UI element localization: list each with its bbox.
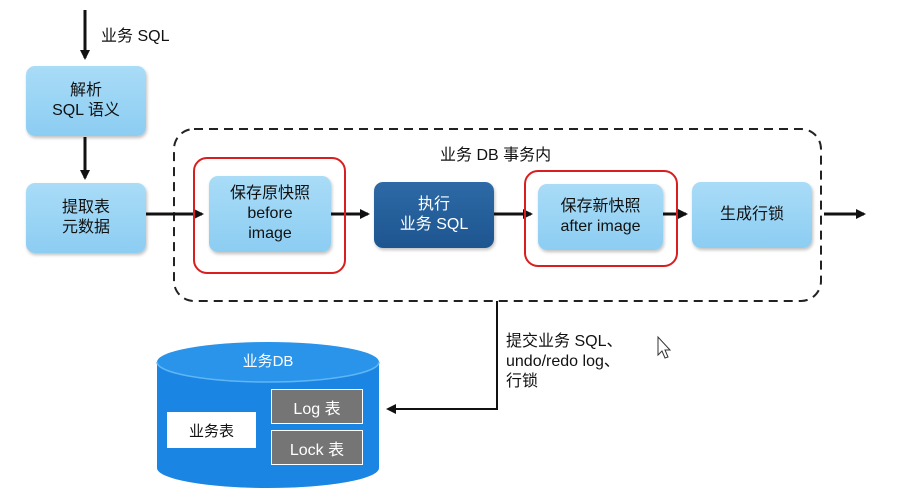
extract-line-2: 元数据 — [61, 219, 110, 236]
business-table: 业务表 — [167, 412, 256, 448]
input-sql-label: 业务 SQL — [101, 28, 170, 45]
extract-line-1: 提取表 — [61, 199, 110, 216]
generate-row-lock-box: 生成行锁 — [692, 182, 812, 248]
extract-metadata-box: 提取表 元数据 — [26, 183, 146, 253]
parse-line-1: 解析 — [69, 82, 102, 99]
parse-line-2: SQL 语义 — [52, 102, 120, 119]
after-image-box: 保存新快照 after image — [538, 184, 663, 250]
arrow-commit-to-db — [386, 301, 498, 414]
transaction-title: 业务 DB 事务内 — [440, 147, 552, 164]
after-line-1: 保存新快照 — [560, 198, 641, 215]
log-table: Log 表 — [271, 389, 363, 424]
execute-line-2: 业务 SQL — [399, 216, 469, 233]
commit-note-line-2: undo/redo log、 — [506, 353, 620, 370]
before-line-3: image — [248, 225, 292, 242]
commit-note: 提交业务 SQL、 undo/redo log、 行锁 — [506, 332, 622, 392]
before-line-2: before — [247, 205, 293, 222]
commit-note-line-1: 提交业务 SQL、 — [506, 333, 623, 350]
commit-note-line-3: 行锁 — [506, 373, 539, 390]
lock-label: 生成行锁 — [719, 206, 784, 223]
database-title: 业务DB — [242, 353, 294, 370]
after-line-2: after image — [560, 218, 641, 235]
execute-sql-box: 执行 业务 SQL — [374, 182, 494, 248]
before-image-highlight — [193, 157, 346, 274]
before-line-1: 保存原快照 — [229, 185, 310, 202]
lock-table: Lock 表 — [271, 430, 363, 465]
cursor-icon — [657, 335, 672, 359]
before-image-box: 保存原快照 before image — [209, 176, 331, 252]
after-image-highlight — [524, 170, 678, 267]
parse-sql-box: 解析 SQL 语义 — [26, 66, 146, 136]
execute-line-1: 执行 — [417, 196, 450, 213]
